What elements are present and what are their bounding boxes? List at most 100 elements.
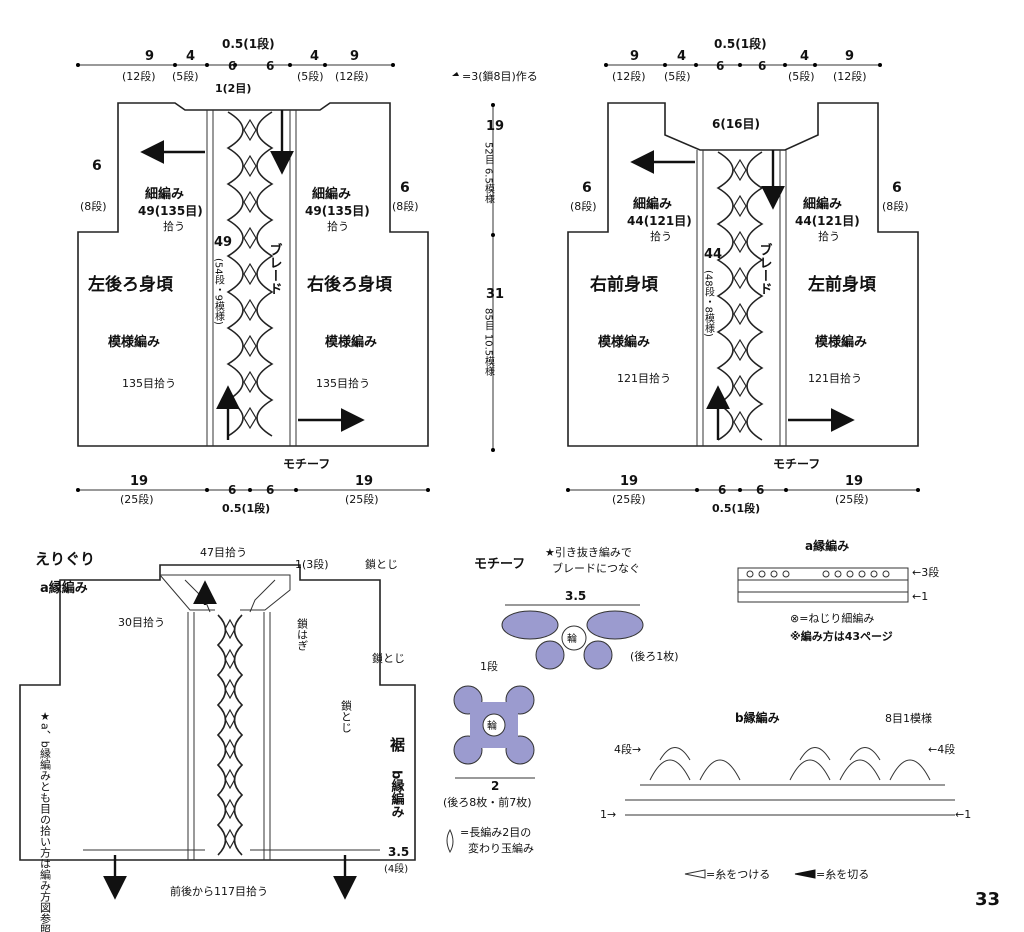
- front-braid-label: ブレード: [757, 242, 772, 295]
- top-dimension-front: 9 4 0.5(1段) 6 6 4 9 (12段) (5段) (5段) (12段…: [604, 36, 882, 83]
- dim-19-sub: 52目 6.5模様: [483, 142, 495, 204]
- side-rows-right: (8段): [882, 199, 909, 213]
- dim-4-left: 4: [677, 49, 686, 64]
- star-note: ★a、b縁編みとも目の拾い方は編み方図参照: [39, 710, 52, 932]
- rows-12-left: (12段): [122, 69, 156, 83]
- motif-diagram: モチーフ ★引き抜き編みで ブレードにつなぐ 3.5 輪 (後ろ1枚) 1段 輪…: [443, 545, 679, 855]
- collar-chain-close2: 鎖とじ: [372, 651, 405, 665]
- back-right-pick: 49(135目): [305, 204, 370, 218]
- bottom-rows-right: (25段): [835, 492, 869, 506]
- ring-label: 輪: [487, 719, 497, 732]
- motif-note2: ブレードにつなぐ: [552, 561, 640, 575]
- collar-edge-a: a縁編み: [40, 580, 88, 596]
- back-right-pick2: 拾う: [327, 219, 349, 233]
- back-center-rows: (54段・9模様): [213, 258, 225, 325]
- front-left-pick2: 拾う: [650, 229, 672, 243]
- legend-puff1: =長編み2目の: [460, 825, 531, 839]
- back-left-sc: 細編み: [145, 186, 184, 202]
- puff-stitch-icon: [446, 828, 454, 854]
- bottom-6-b: 6: [266, 483, 274, 497]
- bottom-6-a: 6: [718, 483, 726, 497]
- motif-back-count: (後ろ1枚): [630, 649, 679, 663]
- dim-19: 19: [486, 119, 504, 134]
- dim-31: 31: [486, 287, 504, 302]
- motif-w35: 3.5: [565, 589, 586, 603]
- rows-12-right: (12段): [833, 69, 867, 83]
- page-number: 33: [975, 889, 1000, 910]
- back-body-diagram: 6 (8段) 6 (8段) 1(2目) 細編み 49(135目) 拾う 細編み …: [77, 82, 429, 471]
- dim-9-left: 9: [630, 49, 639, 64]
- bottom-mid: 0.5(1段): [222, 501, 270, 515]
- dim-4-left: 4: [186, 49, 195, 64]
- back-braid-label: ブレード: [267, 242, 282, 295]
- b-edge-row1-right: ←1: [955, 808, 971, 821]
- side-6-left: 6: [582, 180, 592, 196]
- front-neck-count: 6(16目): [712, 117, 760, 131]
- collar-chain-join: 鎖はぎ: [296, 617, 309, 651]
- top-dimension-back: 9 4 0.5(1段) 6 6 4 9 (12段) (5段) (5段) (12段…: [76, 36, 395, 83]
- b-edge-row4-right: ←4段: [928, 742, 955, 756]
- legend-puff2: 変わり玉編み: [468, 841, 534, 855]
- bottom-19-right: 19: [845, 474, 863, 489]
- back-left-pick135: 135目拾う: [122, 376, 176, 390]
- side-6-right: 6: [400, 180, 410, 196]
- rows-5-right: (5段): [788, 69, 815, 83]
- dim-05: 0.5(1段): [222, 36, 275, 51]
- rows-5-left: (5段): [664, 69, 691, 83]
- hem-edge-b: b縁編み: [389, 770, 405, 819]
- rows-5-left: (5段): [172, 69, 199, 83]
- hem-label: 裾: [390, 736, 405, 754]
- collar-pick30: 30目拾う: [118, 615, 165, 629]
- back-left-pick2: 拾う: [163, 219, 185, 233]
- back-right-title: 右後ろ身頃: [307, 274, 393, 295]
- dim-4-right: 4: [800, 49, 809, 64]
- collar-title: えりぐり: [35, 550, 95, 568]
- dot-legend: =3(鎖8目)作る: [452, 69, 538, 83]
- bottom-19-left: 19: [620, 474, 638, 489]
- dim-05: 0.5(1段): [714, 36, 767, 51]
- bottom-6-b: 6: [756, 483, 764, 497]
- collar-chain-close3: 鎖とじ: [340, 699, 353, 733]
- back-right-pick135: 135目拾う: [316, 376, 370, 390]
- front-left-pick: 44(121目): [627, 214, 692, 228]
- back-motif-label: モチーフ: [283, 457, 330, 471]
- dim-6a: 6: [716, 59, 724, 73]
- side-rows-left: (8段): [570, 199, 597, 213]
- front-motif-label: モチーフ: [773, 457, 820, 471]
- front-bottom-dims: 19 (25段) 6 6 0.5(1段) 19 (25段): [566, 474, 920, 515]
- front-right-pattern: 模様編み: [815, 334, 867, 350]
- dim-31-sub: 85目 10.5模様: [483, 308, 495, 376]
- bottom-rows-left: (25段): [120, 492, 154, 506]
- motif-title: モチーフ: [474, 557, 525, 572]
- collar-pick47: 47目拾う: [200, 545, 247, 559]
- bottom-19-left: 19: [130, 474, 148, 489]
- front-left-title: 右前身頃: [590, 274, 659, 295]
- rows-12-right: (12段): [335, 69, 369, 83]
- back-right-pattern: 模様編み: [325, 334, 377, 350]
- a-edge-legend: ⊗=ねじり細編み: [790, 611, 874, 625]
- dot-legend-text: =3(鎖8目)作る: [462, 69, 538, 83]
- attach-yarn-icon: [684, 869, 706, 879]
- motif-note1: ★引き抜き編みで: [545, 545, 632, 559]
- bottom-mid: 0.5(1段): [712, 501, 760, 515]
- a-edge-title: a縁編み: [805, 538, 849, 553]
- ring-label: 輪: [567, 632, 577, 645]
- b-edge-row4-left: 4段→: [614, 742, 641, 756]
- legend-cut: =糸を切る: [816, 868, 869, 881]
- front-right-pick: 44(121目): [795, 214, 860, 228]
- hem-rows: (4段): [384, 862, 408, 875]
- motif-row1: 1段: [480, 659, 498, 673]
- a-edge-chart: a縁編み ←3段 ←1 ⊗=ねじり細編み ※編み方は43ページ: [737, 538, 939, 643]
- b-edge-row1-left: 1→: [600, 808, 616, 821]
- front-body-diagram: 6 (8段) 6 (8段) 6(16目) 細編み 44(121目) 拾う 細編み…: [567, 102, 919, 471]
- center-dimension: 19 52目 6.5模様 31 85目 10.5模様: [483, 103, 504, 452]
- motif-counts: (後ろ8枚・前7枚): [443, 795, 532, 809]
- back-right-sc: 細編み: [312, 186, 351, 202]
- front-right-pick2: 拾う: [818, 229, 840, 243]
- back-left-title: 左後ろ身頃: [88, 274, 174, 295]
- dim-6b: 6: [758, 59, 766, 73]
- dim-4-right: 4: [310, 49, 319, 64]
- a-edge-row1: ←1: [912, 590, 928, 603]
- dim-6a: 6: [228, 59, 236, 73]
